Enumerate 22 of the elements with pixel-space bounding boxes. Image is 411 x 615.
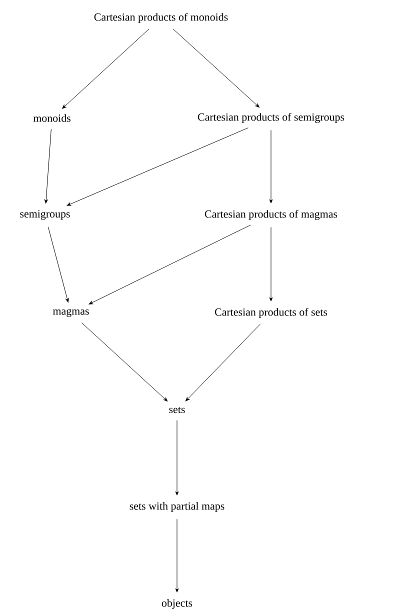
node-label: Cartesian products of magmas: [204, 210, 338, 220]
node-label: semigroups: [20, 210, 70, 220]
arrow: [269, 130, 273, 204]
arrow: [62, 28, 150, 109]
arrow: [175, 420, 179, 496]
arrow: [185, 324, 260, 402]
node-label: Cartesian products of monoids: [94, 12, 228, 24]
node-label: objects: [162, 599, 192, 609]
arrow: [88, 224, 251, 304]
node-label: Cartesian products of semigroups: [198, 112, 344, 124]
node-label: sets: [169, 406, 185, 414]
node-label: sets with partial maps: [130, 502, 224, 512]
arrow: [82, 322, 168, 402]
node-label: magmas: [52, 309, 89, 317]
node-label: monoids: [33, 114, 70, 122]
arrow: [269, 226, 273, 302]
node-label: Cartesian products of sets: [215, 308, 328, 318]
arrow: [48, 226, 69, 302]
arrow: [44, 128, 52, 204]
arrow: [172, 28, 260, 108]
arrow: [66, 128, 248, 206]
arrow: [175, 518, 179, 592]
